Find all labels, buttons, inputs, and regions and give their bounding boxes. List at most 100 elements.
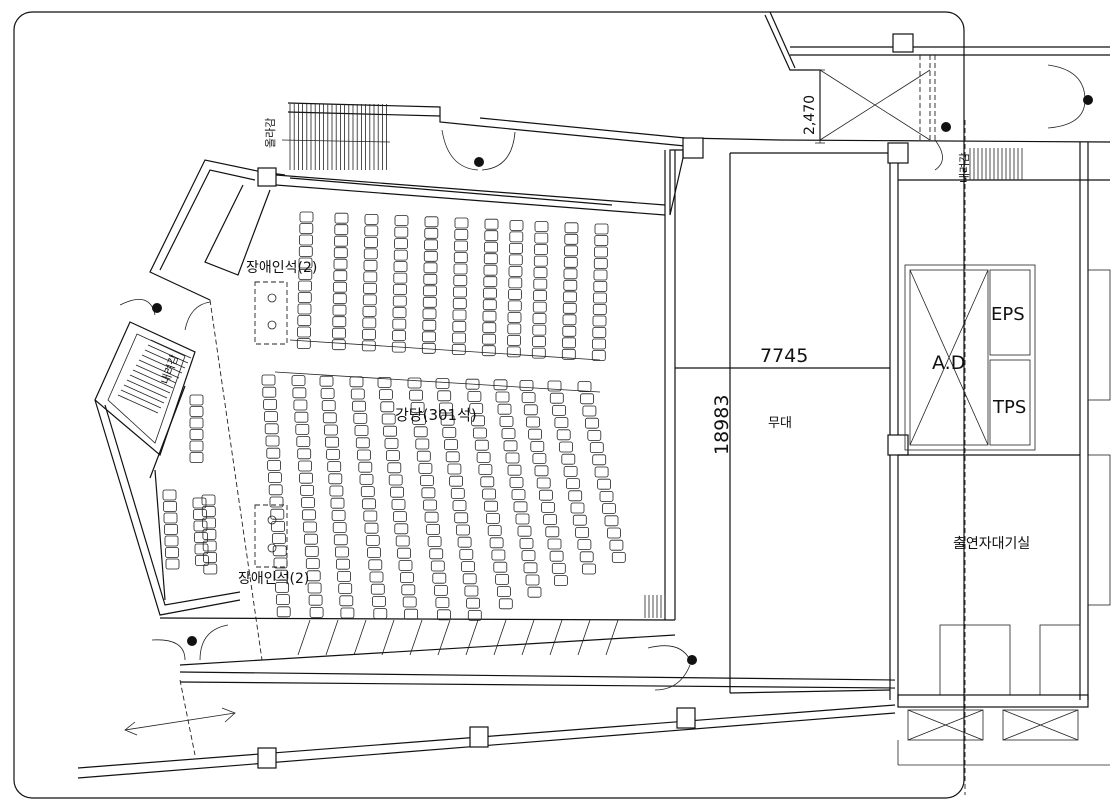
seat (592, 338, 606, 350)
seat (534, 465, 549, 477)
seat (307, 582, 322, 594)
seat (530, 440, 545, 452)
seat (593, 269, 608, 281)
seat (363, 259, 378, 271)
seat (534, 232, 549, 244)
seat (393, 284, 407, 296)
seat (165, 558, 180, 570)
seat (331, 339, 346, 351)
seat (202, 517, 217, 529)
seat (592, 304, 607, 315)
seat (165, 547, 179, 558)
seat (549, 550, 564, 562)
seat (404, 608, 419, 620)
seat (509, 242, 523, 254)
seat (547, 380, 562, 392)
seat (266, 447, 281, 459)
accessible-seats-label-bottom: 장애인석(2) (238, 571, 309, 587)
seat (507, 334, 521, 346)
seat (332, 522, 347, 533)
seat (164, 535, 179, 547)
seat (556, 429, 571, 441)
seat (499, 415, 514, 427)
seat (370, 583, 385, 595)
seat (328, 473, 343, 485)
seat (327, 461, 342, 473)
seat (298, 257, 313, 269)
seat (454, 217, 469, 229)
seat (422, 296, 437, 308)
seat (562, 302, 577, 314)
seat (326, 448, 341, 460)
seat (359, 473, 374, 485)
seat (563, 268, 578, 280)
seat (202, 529, 217, 540)
seat (517, 525, 532, 537)
seat (489, 537, 504, 549)
seat (509, 476, 524, 488)
seat (305, 558, 320, 569)
seat (533, 278, 548, 290)
seat (330, 497, 345, 509)
seat (508, 265, 523, 277)
seat (298, 460, 313, 472)
seat (564, 233, 579, 245)
seat (424, 227, 439, 239)
seat (267, 472, 282, 484)
seat (604, 515, 619, 527)
seat (508, 277, 523, 289)
seat (384, 437, 399, 449)
seat (452, 332, 466, 344)
seat (413, 426, 428, 438)
stage-depth-dimension: 18983 (711, 395, 733, 455)
seat (298, 280, 312, 292)
seat (192, 497, 207, 509)
seat (449, 475, 464, 487)
seat (570, 502, 585, 514)
seat (422, 319, 437, 331)
seat (409, 389, 424, 401)
seat (534, 221, 549, 233)
ad-label: A.D (932, 352, 965, 374)
seat (568, 490, 583, 502)
seat (525, 574, 540, 586)
seat (308, 594, 323, 606)
seat (393, 272, 408, 284)
seat (484, 241, 498, 253)
seat (332, 316, 347, 328)
seat (362, 328, 376, 340)
seat (194, 543, 209, 555)
seat (401, 584, 416, 596)
seat (501, 428, 516, 440)
seat (203, 563, 218, 575)
seat (508, 288, 522, 300)
seat (297, 315, 312, 326)
seat (296, 338, 311, 349)
seat (515, 513, 530, 525)
seat (454, 240, 468, 252)
seat (195, 555, 209, 566)
seat (464, 585, 479, 597)
seat (589, 442, 604, 454)
seat (450, 487, 465, 499)
seat (297, 326, 311, 338)
seat (394, 215, 409, 227)
seat (528, 428, 542, 440)
seat (299, 472, 314, 484)
seat (309, 607, 324, 618)
seat (547, 538, 562, 550)
seat (388, 474, 403, 486)
seat (452, 500, 467, 512)
seat (484, 230, 499, 242)
seat (299, 211, 314, 223)
seat (563, 291, 577, 303)
seat (355, 437, 370, 449)
seat (484, 218, 499, 230)
seat (306, 570, 321, 582)
seat (593, 292, 607, 304)
seat (362, 498, 376, 510)
seat (472, 427, 487, 439)
seat (566, 478, 580, 490)
seat (297, 292, 312, 303)
seat (300, 484, 315, 496)
